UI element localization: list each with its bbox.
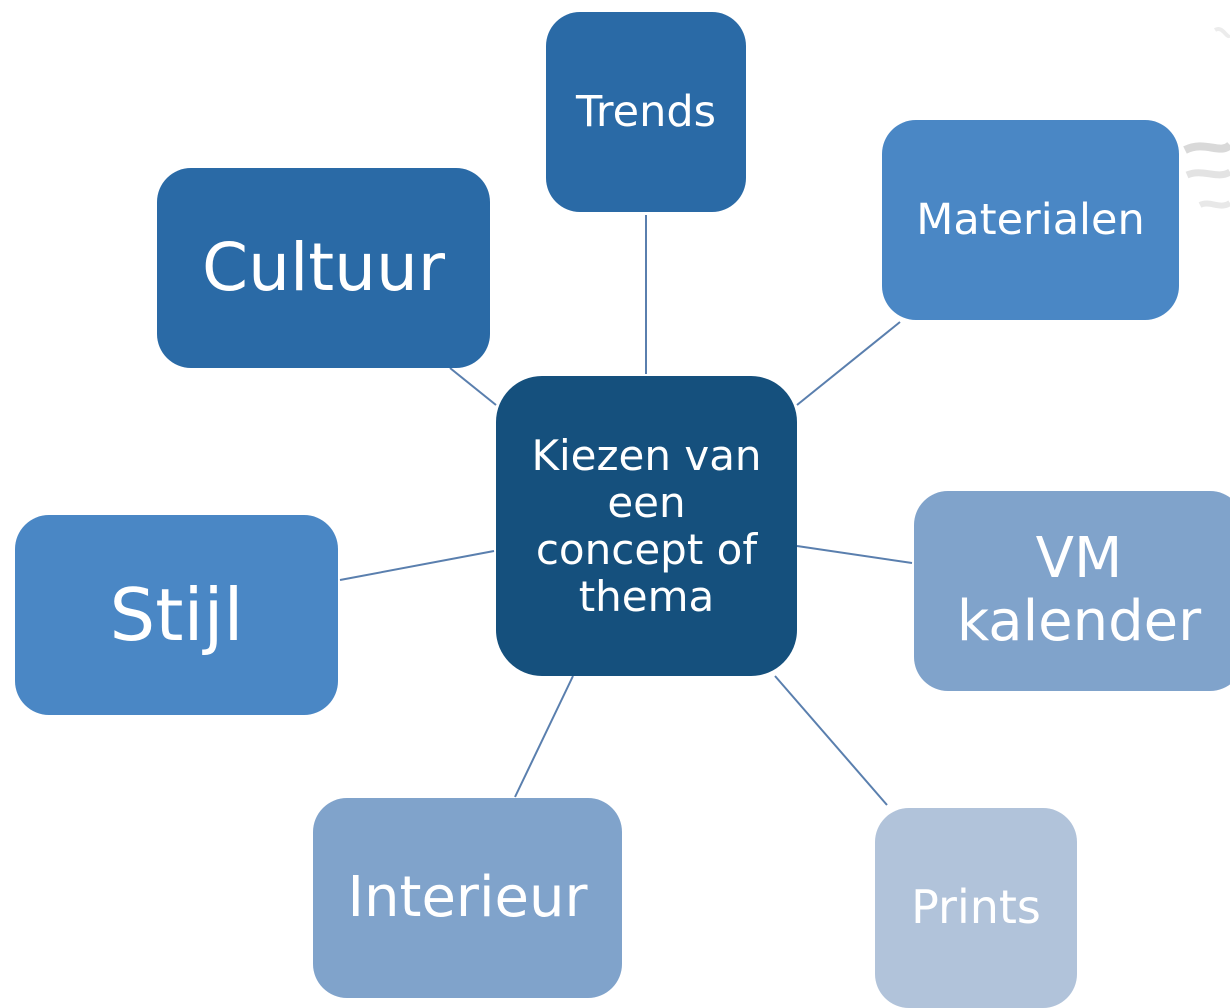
connector-prints xyxy=(774,675,888,806)
node-materialen-label: Materialen xyxy=(916,194,1145,245)
node-trends: Trends xyxy=(546,12,746,212)
node-prints: Prints xyxy=(875,808,1077,1008)
node-cultuur: Cultuur xyxy=(157,168,490,368)
node-interieur: Interieur xyxy=(313,798,622,998)
node-materialen: Materialen xyxy=(882,120,1179,320)
connector-stijl xyxy=(339,550,495,581)
node-vm-kalender: VM kalender xyxy=(914,491,1230,691)
node-center-label: Kiezen van een concept of thema xyxy=(531,430,762,622)
connector-cultuur xyxy=(449,367,497,406)
node-trends-label: Trends xyxy=(575,86,717,137)
decorative-swirl-icon xyxy=(1183,27,1230,209)
node-cultuur-label: Cultuur xyxy=(202,229,445,307)
node-prints-label: Prints xyxy=(911,880,1041,935)
connector-interieur xyxy=(514,675,574,798)
node-stijl: Stijl xyxy=(15,515,338,715)
node-vm-kalender-label: VM kalender xyxy=(956,526,1202,654)
node-interieur-label: Interieur xyxy=(347,864,588,930)
node-stijl-label: Stijl xyxy=(109,572,244,657)
connector-vm-kalender xyxy=(796,545,913,564)
node-center-concept: Kiezen van een concept of thema xyxy=(496,376,797,676)
connector-materialen xyxy=(796,321,901,406)
